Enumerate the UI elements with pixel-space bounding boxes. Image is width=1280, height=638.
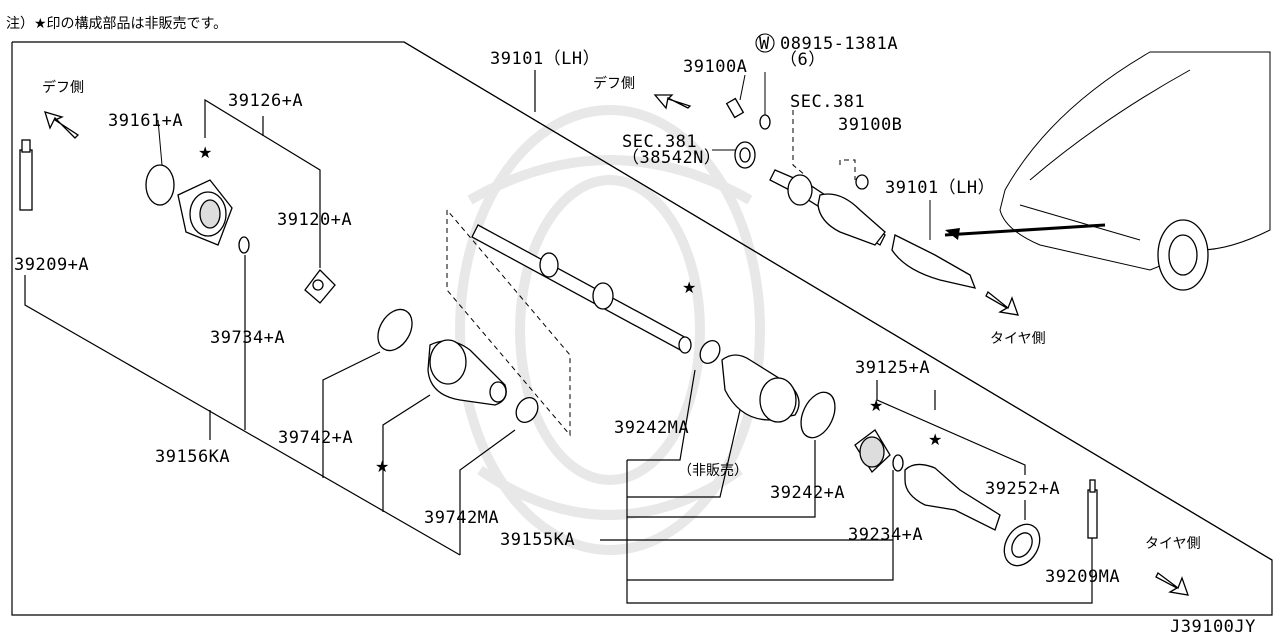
label-39100a: 39100A [683, 57, 747, 77]
part-39161-icon [145, 164, 175, 206]
leader-39742ma [459, 429, 516, 555]
leader-39242ma [627, 369, 696, 461]
leader-39234 [627, 470, 894, 581]
part-39100a-bolt-icon [725, 97, 745, 119]
part-39126-icon [177, 179, 233, 246]
part-39234-icon [892, 454, 904, 472]
label-39209a: 39209+A [14, 255, 89, 275]
label-def-side-left: デフ側 [42, 79, 84, 96]
label-39155ka: 39155KA [500, 530, 575, 550]
part-boot-left-icon [427, 339, 507, 406]
star-marker-5: ★ [928, 430, 942, 449]
part-39100b-nut-icon [855, 174, 869, 190]
leader-39125 [876, 380, 1026, 475]
leader-bracket [626, 460, 1093, 604]
label-39125: 39125+A [855, 358, 930, 378]
frame-outline [11, 41, 1273, 616]
label-def-side-top: デフ側 [593, 75, 635, 92]
leader-39209a [24, 275, 461, 556]
w-mark-circle [755, 33, 775, 53]
leader-39242a [627, 440, 816, 518]
label-39101-lh-top: 39101（LH） [490, 49, 600, 69]
label-tire-side-right: タイヤ側 [990, 331, 1046, 347]
label-39120: 39120+A [277, 210, 352, 230]
label-hihanbai: （非販売） [678, 463, 748, 479]
label-39734: 39734+A [210, 328, 285, 348]
label-sec381-b: SEC.381 [622, 132, 697, 152]
arrow-def-left-icon [44, 111, 80, 139]
star-marker-3: ★ [682, 278, 696, 297]
part-39742ma-clamp-icon [515, 397, 539, 423]
part-39742-clamp-icon [377, 308, 413, 352]
label-39234: 39234+A [848, 525, 923, 545]
leader-39100a [739, 74, 746, 101]
label-39156ka: 39156KA [155, 447, 230, 467]
label-39100b: 39100B [838, 115, 902, 135]
part-39120-icon [304, 269, 336, 304]
part-washer-icon [759, 114, 771, 130]
part-39209a-icon [19, 139, 33, 211]
frame-diagonal [403, 41, 1273, 561]
arrow-tire-bottom-icon [1155, 572, 1189, 596]
part-39252-icon [1003, 523, 1041, 567]
label-tire-side-bottom: タイヤ側 [1145, 536, 1201, 552]
note-text: 注）★印の構成部品は非販売です。 [6, 16, 227, 32]
label-08915-qty: （6） [780, 50, 826, 70]
part-39242ma-clamp-icon [699, 340, 721, 364]
label-39742: 39742+A [278, 428, 353, 448]
label-39252: 39252+A [985, 479, 1060, 499]
star-marker-2: ★ [375, 457, 389, 476]
label-39242ma: 39242MA [614, 418, 689, 438]
part-39209ma-icon [1087, 479, 1098, 539]
diagram-code: J39100JY [1170, 617, 1256, 637]
star-marker-4: ★ [869, 396, 883, 415]
label-sec381-a: SEC.381 [790, 92, 865, 112]
label-39242a: 39242+A [770, 483, 845, 503]
watermark-emblem [455, 105, 765, 555]
label-39209ma: 39209MA [1045, 567, 1120, 587]
part-sec381-seal-icon [734, 141, 756, 169]
label-sec381-b-sub: （38542N） [622, 148, 721, 168]
label-39101-lh-car: 39101（LH） [885, 178, 995, 198]
part-outer-joint-icon [904, 463, 1001, 531]
leader-39161 [157, 119, 163, 166]
leader-sec381a [792, 110, 806, 176]
part-39242a-clamp-icon [800, 391, 836, 439]
arrow-def-top-icon [653, 94, 692, 110]
part-39125-icon [854, 429, 891, 474]
label-39126: 39126+A [228, 91, 303, 111]
leader-39242ma-b [627, 409, 741, 498]
leader-39742 [322, 351, 381, 478]
part-shaft-assembly-icon [769, 169, 977, 289]
part-boot-right-icon [721, 354, 800, 423]
dashed-group-box [446, 209, 571, 437]
leader-39100b [839, 159, 856, 180]
label-w-mark: W [759, 34, 770, 54]
part-drive-shaft-icon [471, 224, 692, 354]
label-39742ma: 39742MA [424, 508, 499, 528]
label-08915: 08915-1381A [780, 34, 898, 54]
leader-39742-b [382, 394, 431, 512]
car-outline-icon [944, 51, 1271, 291]
arrow-tire-right-icon [985, 290, 1019, 316]
star-marker-1: ★ [198, 143, 212, 162]
part-39734-icon [238, 236, 250, 254]
label-39161: 39161+A [108, 111, 183, 131]
